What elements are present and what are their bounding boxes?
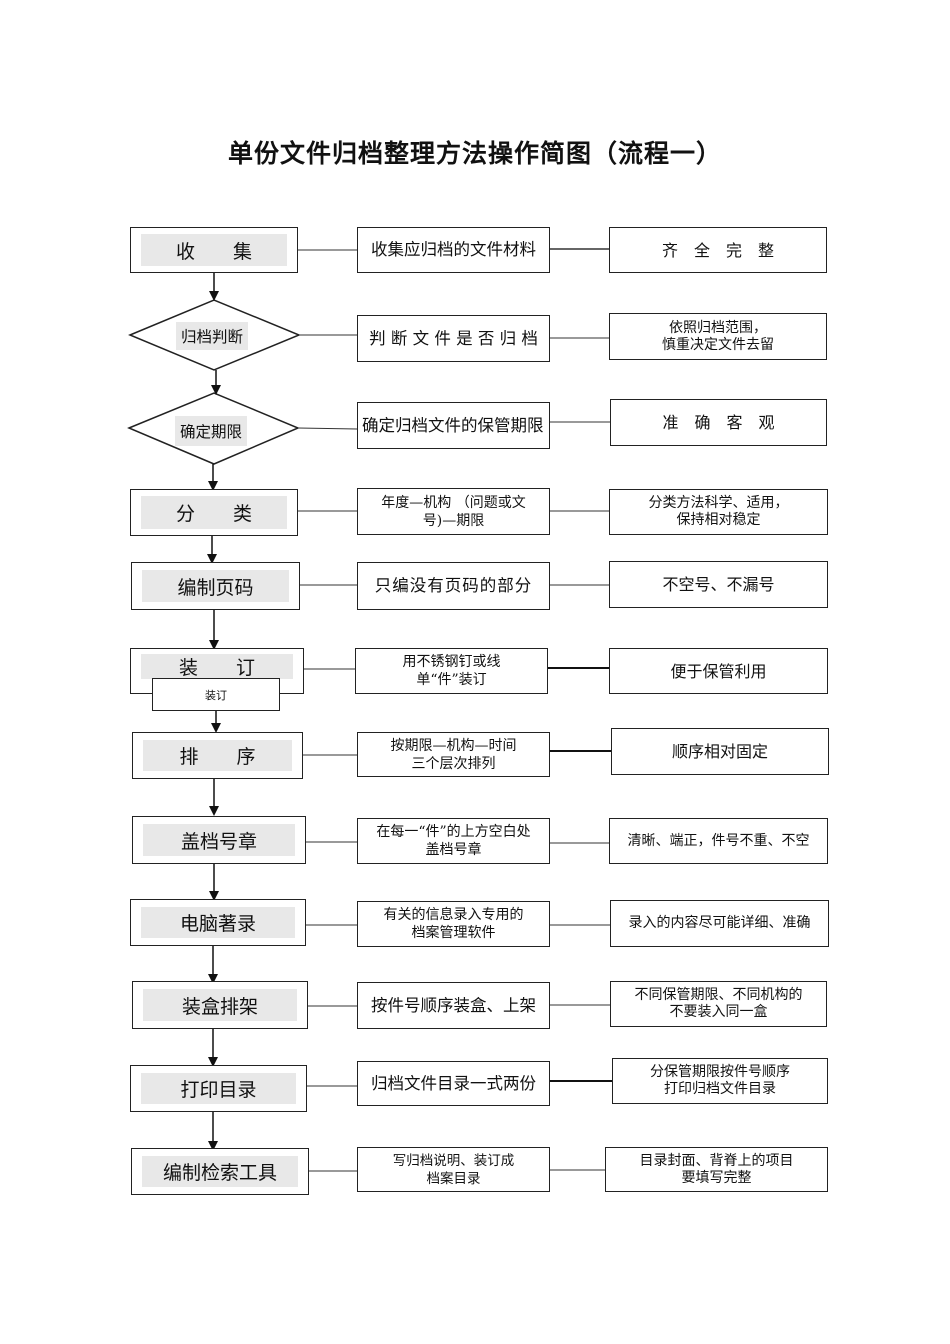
step-description: 按期限—机构—时间 三个层次排列 [357,732,550,777]
step-label: 装盒排架 [143,989,297,1021]
step-requirement: 依照归档范围， 慎重决定文件去留 [609,313,827,360]
step-determine-period: 确定期限 [175,416,247,446]
step-requirement: 分类方法科学、适用， 保持相对稳定 [609,489,828,535]
step-description: 只编没有页码的部分 [357,562,550,610]
step-label: 分 类 [141,496,287,529]
step-requirement: 目录封面、背脊上的项目 要填写完整 [605,1147,828,1192]
step-requirement: 录入的内容尽可能详细、准确 [610,900,829,947]
step-requirement: 齐 全 完 整 [609,227,827,273]
step-requirement: 顺序相对固定 [611,728,829,775]
step-description: 按件号顺序装盒、上架 [357,982,550,1029]
page-title: 单份文件归档整理方法操作简图（流程一） [227,139,722,168]
step-label: 盖档号章 [143,824,295,856]
step-description: 归档文件目录一式两份 [357,1061,550,1106]
step-description: 有关的信息录入专用的 档案管理软件 [357,901,550,947]
step-description: 用不锈钢钉或线 单“件”装订 [355,648,548,694]
step-computer-cataloguing: 电脑著录 [130,899,306,946]
step-label: 编制页码 [142,570,289,602]
step-requirement: 清晰、端正，件号不重、不空 [609,818,828,864]
step-label: 打印目录 [141,1073,296,1104]
step-compile-retrieval-tools: 编制检索工具 [131,1148,309,1195]
step-requirement: 准 确 客 观 [610,399,827,446]
step-collect: 收 集 [130,227,298,273]
step-label: 排 序 [143,740,292,771]
step-requirement: 分保管期限按件号顺序 打印归档文件目录 [612,1058,828,1104]
step-requirement: 便于保管利用 [609,648,828,694]
step-requirement: 不空号、不漏号 [609,561,828,608]
step-stamp-archive-number: 盖档号章 [132,816,306,864]
step-sort: 排 序 [132,732,303,779]
step-page-numbering: 编制页码 [131,562,300,610]
step-label: 编制检索工具 [142,1156,298,1187]
step-classify: 分 类 [130,489,298,536]
step-description: 在每一“件”的上方空白处 盖档号章 [357,818,550,864]
step-label: 电脑著录 [141,907,295,938]
binding-sub-box: 装订 [152,678,280,711]
step-description: 写归档说明、装订成 档案目录 [357,1147,550,1192]
step-description: 收集应归档的文件材料 [357,227,550,273]
step-print-catalogue: 打印目录 [130,1065,307,1112]
step-label: 收 集 [141,234,287,266]
step-archive-judgement: 归档判断 [176,322,248,350]
step-description: 年度—机构 （问题或文 号)—期限 [357,488,550,535]
step-label: 装 订 [141,654,293,679]
step-description: 确定归档文件的保管期限 [357,402,550,449]
step-box-shelving: 装盒排架 [132,981,308,1029]
step-requirement: 不同保管期限、不同机构的 不要装入同一盒 [610,981,827,1027]
step-description: 判 断 文 件 是 否 归 档 [357,315,550,362]
